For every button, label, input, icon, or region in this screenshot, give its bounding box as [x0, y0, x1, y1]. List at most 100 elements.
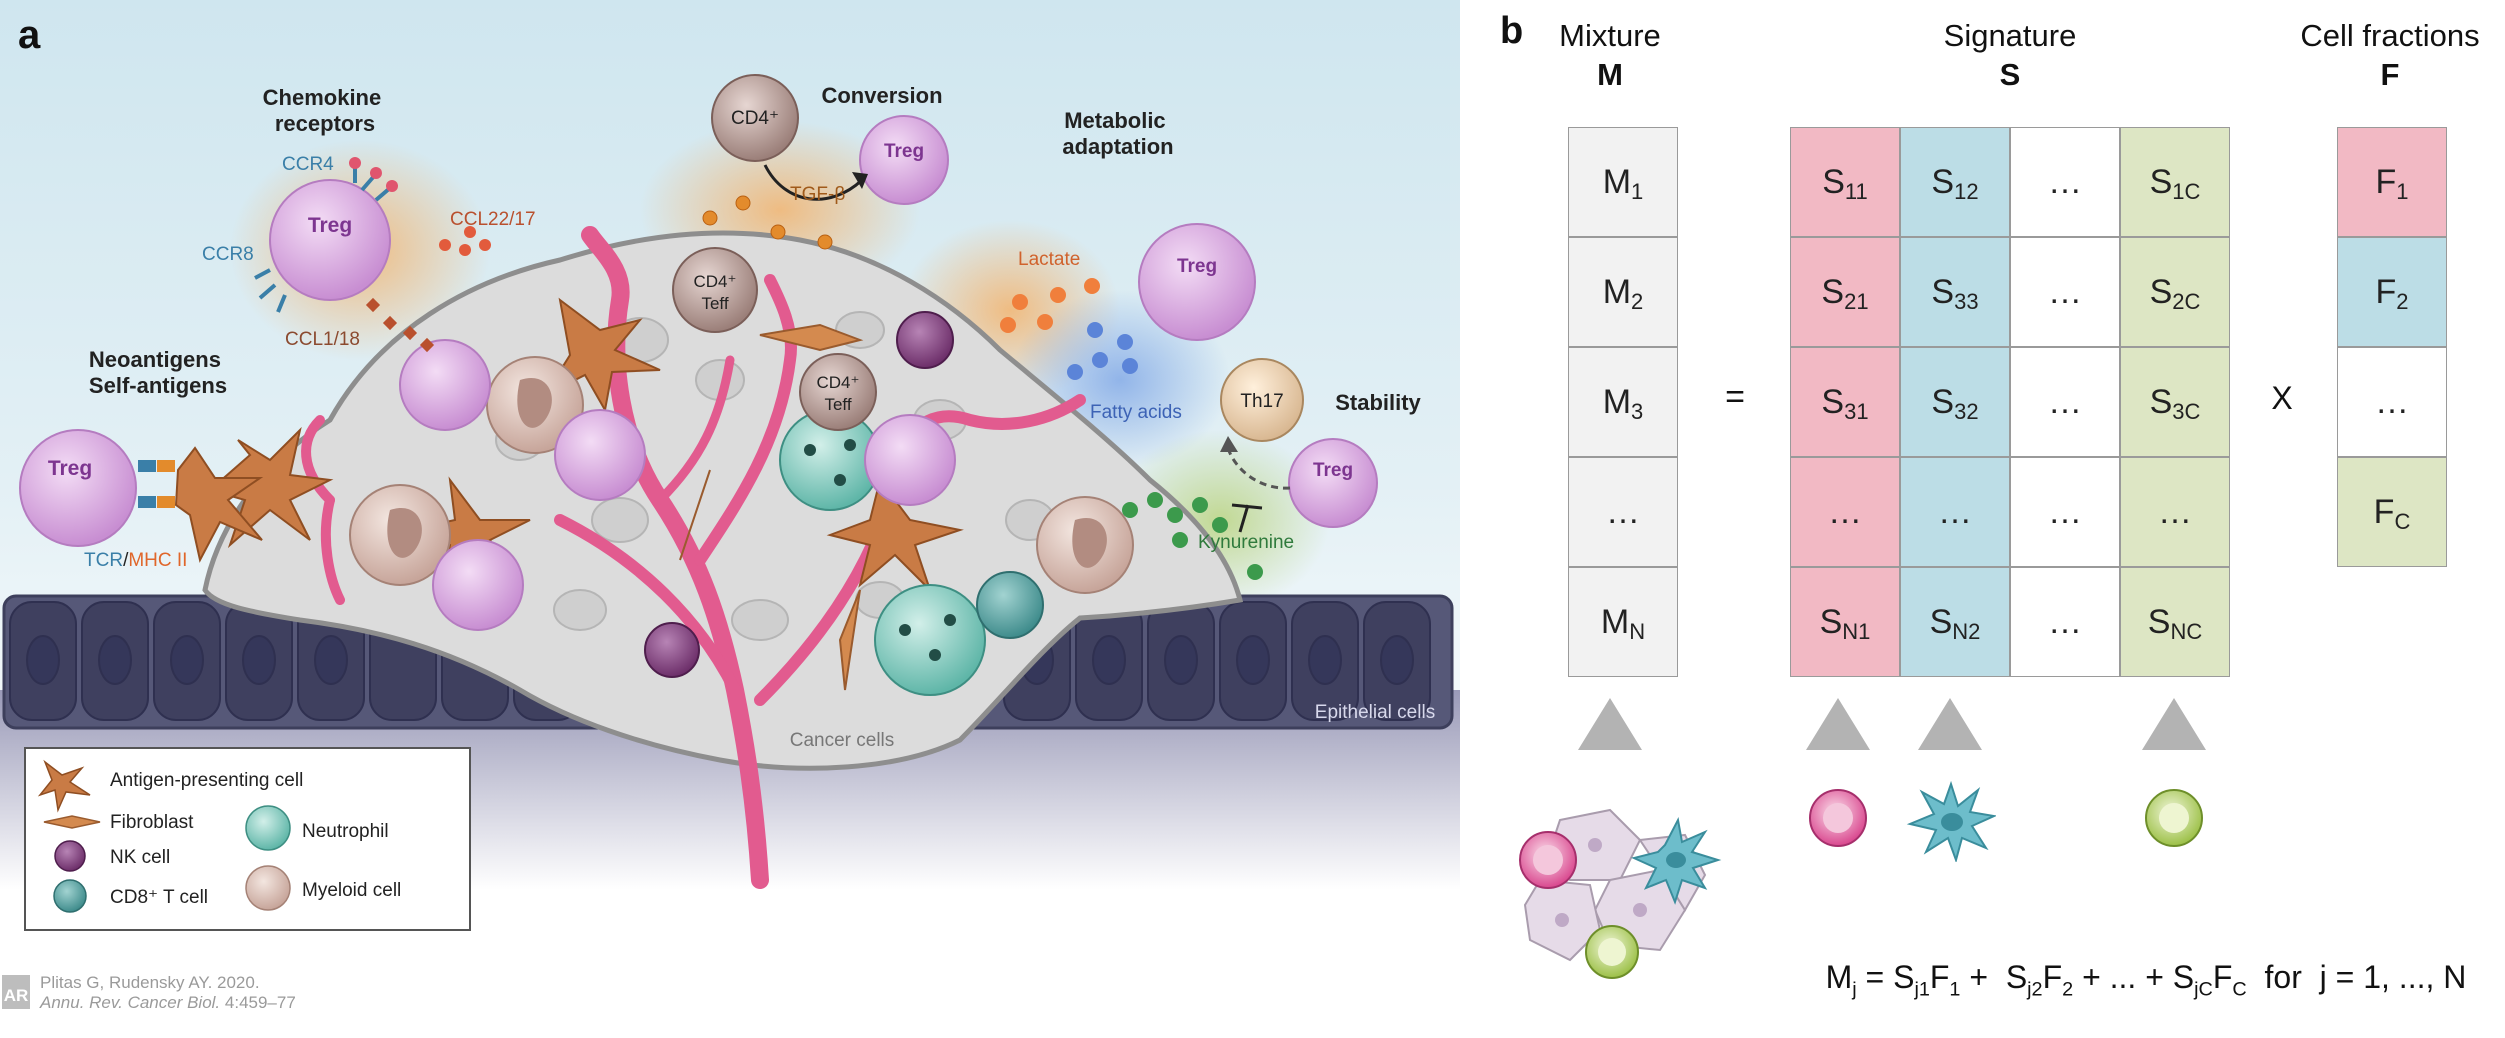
signature-cell-base: S: [2149, 162, 2173, 201]
eq-mid: + ... +: [2073, 959, 2173, 995]
signature-cell: …: [2010, 127, 2120, 237]
mixture-cell-base: M: [1600, 602, 1630, 641]
fractions-cell-sub: 1: [2396, 179, 2409, 204]
apc-neoantigen: [174, 446, 264, 563]
neoantigens-label-line: Neoantigens: [89, 347, 221, 372]
panel-a-illustration: a Chemokine receptors CCR4 CCR8 CCL22/17…: [0, 0, 1460, 1012]
signature-cell: …: [2010, 457, 2120, 567]
mixture-symbol: M: [1597, 57, 1623, 92]
signature-cell-sub: 11: [1844, 179, 1868, 204]
ccl22-17-molecules: [439, 226, 491, 256]
teff-line: Teff: [824, 395, 851, 414]
signature-cell: …: [1790, 457, 1900, 567]
signature-cell: …: [2010, 237, 2120, 347]
signature-cell: …: [2120, 457, 2230, 567]
eq-f3: F: [2212, 959, 2233, 995]
ar-logo-text: AR: [4, 986, 29, 1005]
citation-authors: Plitas G, Rudensky AY. 2020.: [40, 973, 260, 992]
neoantigens-label: Neoantigens Self-antigens: [89, 347, 227, 398]
th17-label: Th17: [1240, 391, 1283, 412]
eq-tail: for j = 1, ..., N: [2246, 959, 2467, 995]
signature-symbol: S: [1999, 57, 2021, 92]
tcr-label: TCR: [84, 550, 123, 571]
signature-cell-sub: N2: [1952, 619, 1981, 644]
fibroblasts: [679, 323, 864, 691]
signature-cell-base: …: [1828, 492, 1862, 531]
ccl22-label: CCL22/17: [450, 209, 536, 230]
signature-cell-base: …: [2048, 492, 2082, 531]
treg-neoantigen-label: Treg: [48, 457, 92, 480]
treg-metabolic-label: Treg: [1177, 256, 1217, 277]
mhc-label: MHC II: [128, 550, 187, 571]
kynurenine-inhibit: [1231, 503, 1263, 533]
ar-logo: [2, 975, 30, 1009]
fractions-cell: …: [2337, 347, 2447, 457]
signature-cell-sub: 33: [1954, 289, 1979, 314]
legend-neutrophil-label: Neutrophil: [302, 821, 389, 842]
legend-fibroblast-icon: [43, 815, 101, 829]
signature-cell: …: [1900, 457, 2010, 567]
kynurenine-label: Kynurenine: [1198, 532, 1294, 553]
treg-metabolic-cell: [1138, 223, 1256, 341]
tcr-mhc-slash: /: [123, 550, 129, 571]
signature-title: Signature: [1943, 18, 2077, 53]
myeloid-cells: [349, 356, 1134, 594]
signature-cell-sub: 12: [1954, 179, 1979, 204]
cd8-t-cell: [976, 571, 1044, 639]
signature-cell-sub: 31: [1844, 399, 1869, 424]
triangle-signature-c: [2142, 698, 2206, 750]
triangle-signature-1: [1806, 698, 1870, 750]
citation-journal-name: Annu. Rev. Cancer Biol.: [39, 993, 220, 1012]
signature-cell-base: S: [1931, 382, 1955, 421]
eq-s1-sub: j1: [1914, 978, 1930, 1001]
signature-cell-base: S: [1821, 272, 1845, 311]
citation: AR Plitas G, Rudensky AY. 2020. Annu. Re…: [2, 973, 296, 1012]
eq-f1-sub: 1: [1949, 978, 1961, 1001]
eq-s1: S: [1893, 959, 1915, 995]
conversion-arrow: [763, 164, 864, 201]
legend-cd8-label: CD8⁺ T cell: [110, 887, 208, 908]
nk-cell: [644, 622, 700, 678]
chemokine-label-line: Chemokine: [263, 85, 382, 110]
th17-cell: [1220, 358, 1304, 442]
ccl1-label: CCL1/18: [285, 329, 360, 350]
signature-cell-sub: NC: [2170, 619, 2203, 644]
eq-s3: S: [2172, 959, 2195, 995]
chemokine-label: Chemokine receptors: [263, 85, 388, 136]
mixture-cell-base: …: [1606, 492, 1640, 531]
tgf-beta-molecules: [702, 195, 833, 250]
lactate-label: Lactate: [1018, 249, 1080, 270]
eq-equals: =: [1856, 959, 1894, 995]
cd4-label: CD4⁺: [731, 108, 779, 129]
tgf-beta-label: TGF-β: [790, 184, 845, 205]
legend-nk-icon: [54, 840, 86, 872]
eq-f3-sub: C: [2232, 978, 2247, 1001]
ccr4-label: CCR4: [282, 154, 334, 175]
signature-cell-base: S: [1822, 162, 1845, 201]
fractions-cell-base: F: [2373, 492, 2395, 531]
eq-f1: F: [1929, 959, 1950, 995]
treg-cells-tumor: [399, 339, 956, 631]
mixture-cell-sub: N: [1629, 619, 1646, 644]
blood-vessels: [301, 226, 1086, 889]
signature-cell-sub: 32: [1954, 399, 1979, 424]
eq-s2-sub: j2: [2027, 978, 2043, 1001]
citation-journal: Annu. Rev. Cancer Biol. 4:459–77: [39, 993, 296, 1012]
eq-f2-sub: 2: [2062, 978, 2074, 1001]
tcr-mhc-label: TCR/MHC II: [84, 550, 187, 571]
triangle-mixture: [1578, 698, 1642, 750]
ccr8-label: CCR8: [202, 244, 254, 265]
signature-cell-base: S: [1819, 602, 1843, 641]
signature-cell: …: [2010, 567, 2120, 677]
